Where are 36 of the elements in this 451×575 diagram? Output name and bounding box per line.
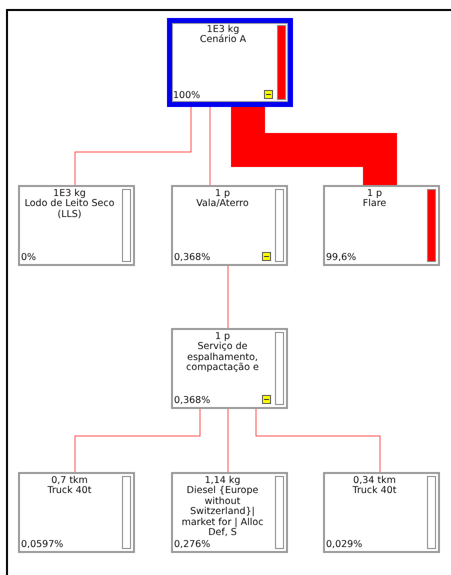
percentage-text: 0,368% <box>174 252 210 263</box>
percentage-text: 99,6% <box>326 252 356 263</box>
amount-text: 0,7 tkm <box>51 476 89 486</box>
process-box <box>171 185 288 266</box>
amount-text: 1 p <box>366 189 382 199</box>
process-box <box>18 185 135 266</box>
connector-line <box>74 408 200 472</box>
percentage-text: 0% <box>21 252 36 263</box>
process-box <box>323 185 440 266</box>
connector-line <box>74 106 192 186</box>
process-name: Diesel {Europe without Switzerland}| market for | Alloc Def, S <box>180 486 264 538</box>
process-name: Vala/Aterro <box>195 199 250 210</box>
amount-text: 1 p <box>214 189 230 199</box>
process-box <box>167 18 293 107</box>
amount-text: 0,34 tkm <box>353 476 397 486</box>
process-name: Serviço de espalhamento, compactação e <box>185 342 260 374</box>
percentage-text: 100% <box>173 90 200 101</box>
amount-text: 1,14 kg <box>204 476 240 486</box>
process-box <box>171 328 288 409</box>
process-name: Lodo de Leito Seco (LLS) <box>24 199 116 220</box>
process-box <box>18 472 135 553</box>
percentage-text: 0,029% <box>326 539 362 550</box>
percentage-text: 0,368% <box>174 395 210 406</box>
process-box <box>323 472 440 553</box>
thick-flow-band <box>231 107 397 185</box>
amount-text: 1E3 kg <box>53 189 86 199</box>
process-name: Flare <box>362 199 388 210</box>
process-box <box>171 472 288 553</box>
amount-text: 1E3 kg <box>206 25 240 35</box>
percentage-text: 0,276% <box>174 539 210 550</box>
process-name: Cenário A <box>198 35 248 46</box>
amount-text: 1 p <box>214 332 230 342</box>
process-name: Truck 40t <box>46 486 92 497</box>
process-name: Truck 40t <box>352 486 398 497</box>
percentage-text: 0,0597% <box>21 539 64 550</box>
connector-line <box>256 408 380 472</box>
